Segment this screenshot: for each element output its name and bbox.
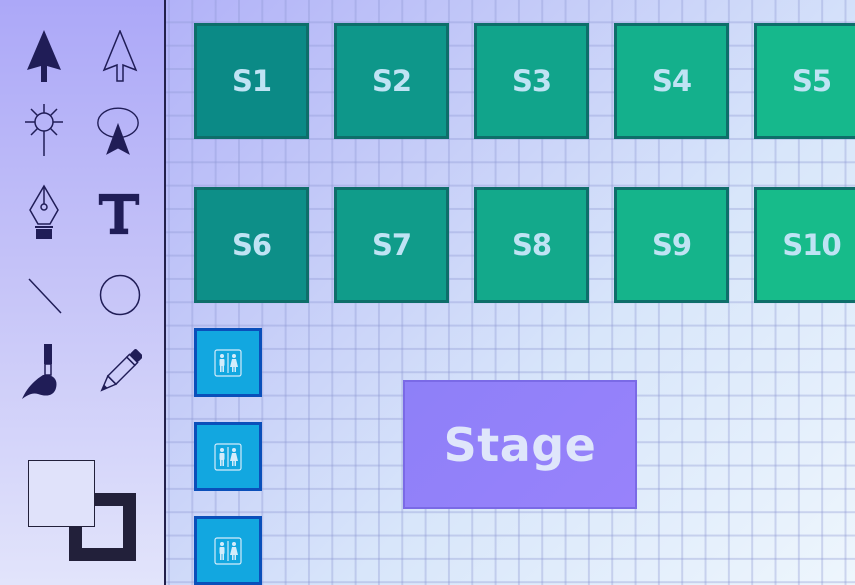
outline-arrow-icon [102,30,138,82]
seat-label: S9 [651,228,692,262]
seat-label: S3 [511,64,552,98]
tool-brush[interactable] [20,344,64,399]
restroom-block[interactable] [194,516,262,585]
seat-label: S1 [231,64,272,98]
seat-block[interactable]: S9 [614,187,729,303]
pen-nib-icon [29,184,59,239]
tool-magic-wand[interactable] [22,104,66,156]
seat-label: S5 [791,64,832,98]
tool-line[interactable] [22,274,66,318]
seat-block[interactable]: S5 [754,23,855,139]
tool-lasso[interactable] [96,107,140,155]
lasso-icon [97,107,139,155]
restroom-icon [214,536,242,565]
text-t-icon [98,193,140,235]
seat-block[interactable]: S4 [614,23,729,139]
pencil-icon [100,349,142,392]
tool-pen[interactable] [22,184,66,239]
floor-plan-canvas[interactable]: S1 S2 S3 S4 S5 S6 S7 S8 S9 S10 [166,0,855,585]
filled-arrow-icon [27,30,61,82]
seat-block[interactable]: S6 [194,187,309,303]
tool-type[interactable] [97,192,141,236]
fill-stroke-swatch[interactable] [28,460,138,562]
seat-block[interactable]: S1 [194,23,309,139]
seat-label: S7 [371,228,412,262]
seat-label: S10 [782,228,841,262]
line-icon [28,278,62,314]
tool-direct-select[interactable] [98,30,142,82]
seat-label: S4 [651,64,692,98]
seat-label: S8 [511,228,552,262]
toolbox-panel [0,0,166,585]
restroom-icon [214,348,242,377]
fill-swatch[interactable] [28,460,95,527]
stage-block[interactable]: Stage [403,380,637,509]
seat-block[interactable]: S3 [474,23,589,139]
tool-pencil[interactable] [98,349,142,394]
seat-block[interactable]: S10 [754,187,855,303]
restroom-block[interactable] [194,328,262,397]
tool-ellipse[interactable] [98,273,142,317]
seat-block[interactable]: S8 [474,187,589,303]
seat-block[interactable]: S2 [334,23,449,139]
sparkle-icon [25,104,63,156]
seat-block[interactable]: S7 [334,187,449,303]
ellipse-icon [99,274,141,316]
seat-label: S6 [231,228,272,262]
tool-select[interactable] [22,30,66,82]
seat-label: S2 [371,64,412,98]
restroom-block[interactable] [194,422,262,491]
paintbrush-icon [22,344,57,399]
stage-label: Stage [443,417,597,472]
restroom-icon [214,442,242,471]
